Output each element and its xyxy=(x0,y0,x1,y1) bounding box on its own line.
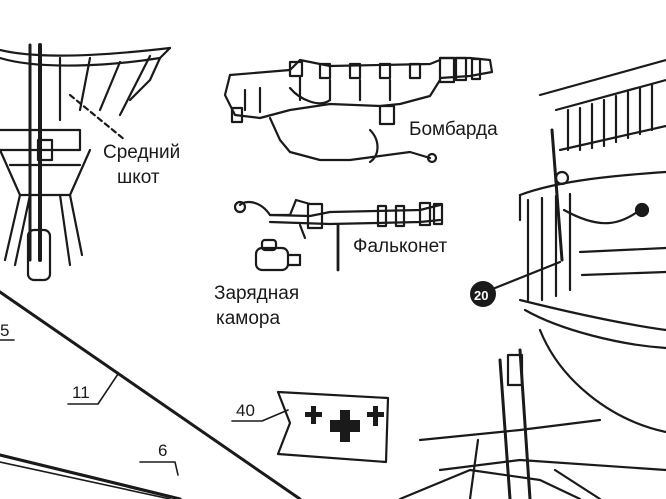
charging-chamber-drawing xyxy=(254,238,302,272)
flag-drawing xyxy=(276,390,390,464)
mid-sheet-label-line2: шкот xyxy=(117,167,160,188)
bombard-label: Бомбарда xyxy=(409,119,498,140)
cross-icon xyxy=(367,406,384,426)
cross-icon xyxy=(330,410,360,442)
bow-section-drawing xyxy=(488,58,666,434)
callout-11: 11 xyxy=(72,383,90,402)
cross-icon xyxy=(305,406,322,424)
callout-5: 5 xyxy=(0,321,10,340)
charging-chamber-label-line2: камора xyxy=(216,308,281,329)
leader-lines xyxy=(0,339,289,476)
falconet-label: Фальконет xyxy=(353,236,448,257)
fighting-top-drawing xyxy=(0,43,172,282)
callout-40: 40 xyxy=(236,401,255,420)
mast-tackle-drawing xyxy=(398,348,666,499)
charging-chamber-label-line1: Зарядная xyxy=(214,283,300,304)
spar-lines xyxy=(0,290,302,499)
bombard-drawing xyxy=(223,56,494,164)
falconet-drawing xyxy=(233,198,444,272)
mid-sheet-label-line1: Средний xyxy=(103,142,181,163)
callout-20-marker xyxy=(470,281,496,307)
callout-6: 6 xyxy=(158,441,168,460)
callout-20: 20 xyxy=(474,288,489,303)
